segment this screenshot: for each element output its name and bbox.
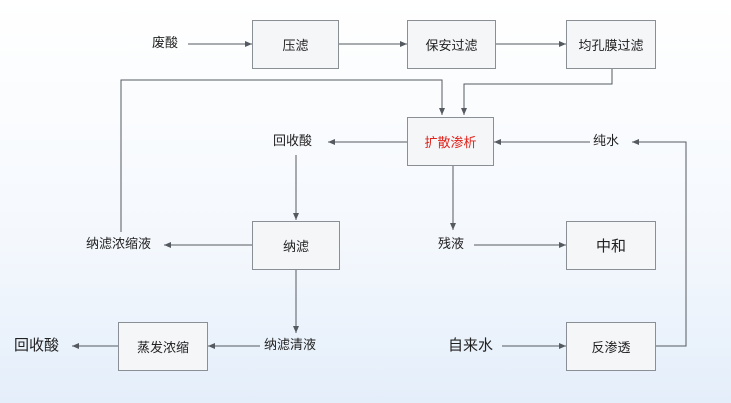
label-nf-permeate: 纳滤清液: [264, 338, 317, 353]
box-nanofiltration: 纳滤: [252, 221, 340, 270]
box-press-filter: 压滤: [252, 20, 339, 69]
label-residual: 残液: [438, 237, 465, 252]
label-pure-water: 纯水: [593, 134, 620, 149]
box-micropore-filter: 均孔膜过滤: [566, 20, 656, 69]
label-recovered-acid-top: 回收酸: [273, 134, 313, 149]
box-diffusion-dialysis: 扩散渗析: [407, 117, 494, 166]
arrow-ro-to-purewater: [632, 139, 687, 347]
box-neutralize: 中和: [566, 221, 656, 270]
box-reverse-osmosis: 反渗透: [566, 322, 656, 371]
label-tap-water: 自来水: [448, 336, 494, 354]
box-security-filter: 保安过滤: [407, 20, 496, 69]
box-evaporation: 蒸发浓缩: [118, 322, 208, 371]
label-waste-acid: 废酸: [152, 36, 179, 51]
arrow-concentrate-loop: [120, 79, 445, 232]
label-recovered-acid-bottom: 回收酸: [14, 336, 60, 354]
label-nf-concentrate: 纳滤浓缩液: [86, 237, 152, 252]
arrow-micropore-to-diffusion: [461, 68, 613, 115]
